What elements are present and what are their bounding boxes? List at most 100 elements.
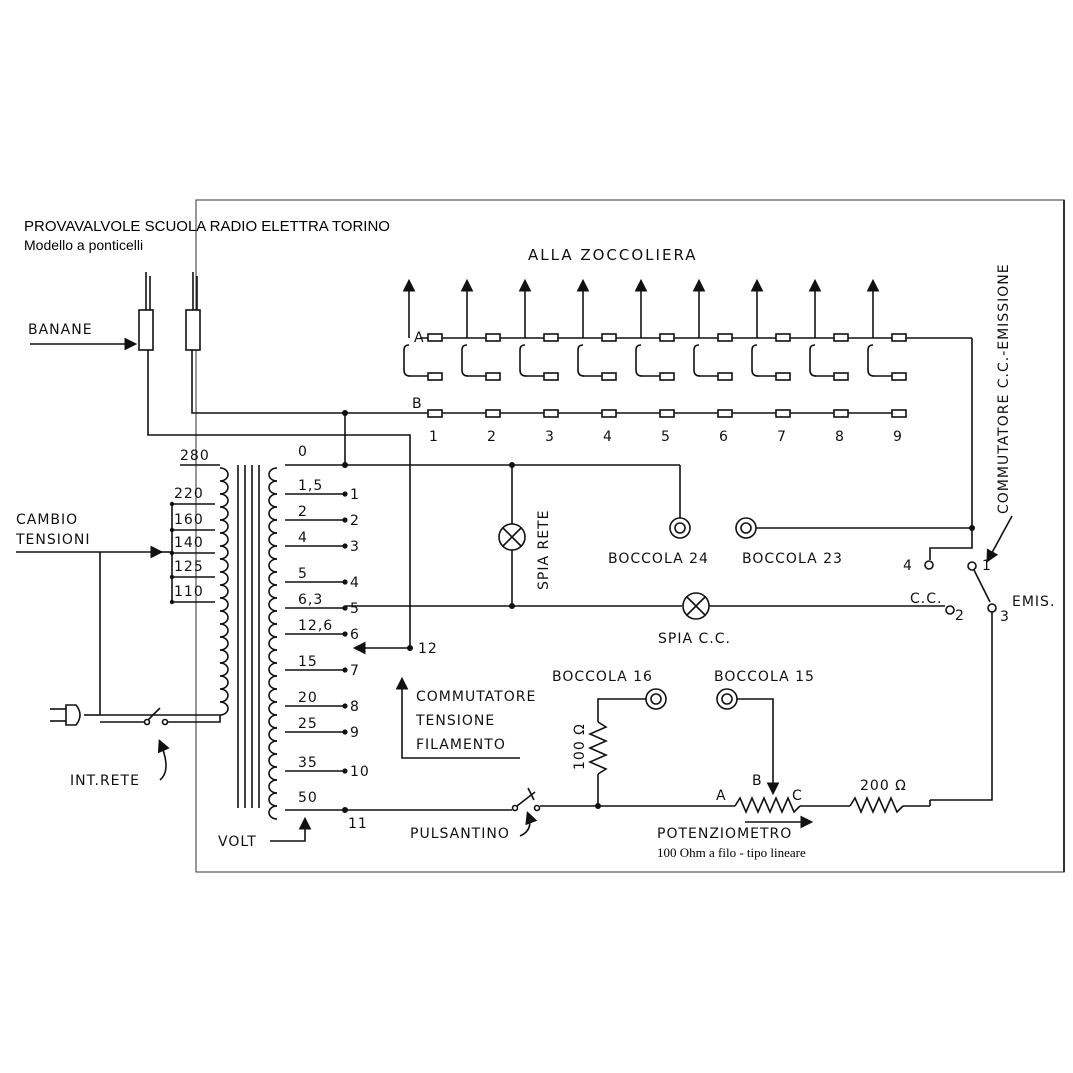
svg-text:2: 2 xyxy=(298,504,308,520)
svg-text:2: 2 xyxy=(350,513,360,529)
svg-text:10: 10 xyxy=(350,764,370,780)
pulsantino-label: PULSANTINO xyxy=(410,826,510,842)
commutatore-tensione-label-2: TENSIONE xyxy=(415,713,495,729)
pot-a-label: A xyxy=(716,788,727,804)
volt-label: VOLT xyxy=(218,834,257,850)
socket-pin-4: 4 xyxy=(576,278,617,445)
primary-turn xyxy=(219,623,229,638)
primary-turn xyxy=(219,610,229,625)
primary-turn xyxy=(219,558,229,573)
secondary-turn xyxy=(268,714,278,729)
svg-text:12,6: 12,6 xyxy=(298,618,333,634)
secondary-turn xyxy=(268,519,278,534)
potenziometro-note: 100 Ohm a filo - tipo lineare xyxy=(657,845,806,860)
secondary-turn xyxy=(268,753,278,768)
socket-pin-label: 5 xyxy=(661,429,671,445)
mains-plug-icon xyxy=(50,704,100,726)
secondary-tap: 43 xyxy=(285,530,360,555)
secondary-tap: 1,51 xyxy=(285,478,359,503)
sw-pos-1-label: 1 xyxy=(982,558,992,574)
socket-pin-9: 9 xyxy=(866,278,907,445)
socket-pin-6: 6 xyxy=(692,278,733,445)
boccola-23-label: BOCCOLA 23 xyxy=(742,551,843,567)
primary-turn xyxy=(219,662,229,677)
svg-text:35: 35 xyxy=(298,755,318,771)
secondary-tap: 0 xyxy=(298,444,307,460)
spia-rete-lamp-icon xyxy=(498,523,526,551)
primary-tap-220: 220 xyxy=(169,486,215,507)
boccola-24-jack[interactable] xyxy=(669,517,691,539)
svg-text:4: 4 xyxy=(298,530,308,546)
pulsantino-button[interactable] xyxy=(511,787,541,812)
spia-rete-label: SPIA RETE xyxy=(536,510,552,590)
boccola-16-jack[interactable] xyxy=(645,688,667,710)
svg-text:20: 20 xyxy=(298,690,318,706)
primary-turn xyxy=(219,584,229,599)
primary-turn xyxy=(219,701,229,716)
socket-pin-8: 8 xyxy=(808,278,849,445)
svg-text:5: 5 xyxy=(298,566,308,582)
sw-pos-4-label: 4 xyxy=(903,558,913,574)
primary-tap-125: 125 xyxy=(169,559,215,580)
potenziometro-icon[interactable] xyxy=(734,795,814,829)
primary-turn xyxy=(219,532,229,547)
secondary-turn xyxy=(268,571,278,586)
cambio-label-1: CAMBIO xyxy=(16,512,78,528)
secondary-turn xyxy=(268,662,278,677)
socket-pin-label: 4 xyxy=(603,429,613,445)
socket-pin-label: 2 xyxy=(487,429,497,445)
pot-b-label: B xyxy=(752,773,763,789)
secondary-tap: 259 xyxy=(285,716,359,741)
socket-pin-label: 6 xyxy=(719,429,729,445)
primary-turn xyxy=(219,688,229,703)
svg-text:3: 3 xyxy=(350,539,360,555)
transformer-core xyxy=(237,465,260,808)
boccola-23-jack[interactable] xyxy=(735,517,757,539)
socket-pin-1: 1 xyxy=(402,278,443,445)
svg-text:50: 50 xyxy=(298,790,318,806)
secondary-turn xyxy=(268,727,278,742)
primary-turn xyxy=(219,519,229,534)
diagram-title: PROVAVALVOLE SCUOLA RADIO ELETTRA TORINO xyxy=(24,218,390,235)
secondary-turn xyxy=(268,610,278,625)
banana-plug-2 xyxy=(185,272,201,351)
r100-label: 100 Ω xyxy=(572,723,588,770)
spia-cc-label: SPIA C.C. xyxy=(658,631,731,647)
socket-pin-label: 8 xyxy=(835,429,845,445)
boccola-15-jack[interactable] xyxy=(716,688,738,710)
svg-text:4: 4 xyxy=(350,575,360,591)
banana-plug-1 xyxy=(138,272,154,351)
secondary-turn xyxy=(268,467,278,482)
svg-text:6,3: 6,3 xyxy=(298,592,323,608)
secondary-turn xyxy=(268,649,278,664)
sel-11-label: 11 xyxy=(348,816,368,832)
primary-turn xyxy=(219,571,229,586)
socket-pin-2: 2 xyxy=(460,278,501,445)
zoccoliera-label: ALLA ZOCCOLIERA xyxy=(528,246,698,264)
secondary-tap: 12,66 xyxy=(285,618,359,643)
cambio-label-2: TENSIONI xyxy=(15,532,91,548)
svg-text:220: 220 xyxy=(174,486,204,502)
svg-text:25: 25 xyxy=(298,716,318,732)
boccola-16-label: BOCCOLA 16 xyxy=(552,669,653,685)
socket-pin-label: 1 xyxy=(429,429,439,445)
primary-turn xyxy=(219,636,229,651)
secondary-tap: 6,35 xyxy=(285,592,359,617)
secondary-turn xyxy=(268,779,278,794)
primary-tap-110: 110 xyxy=(169,584,215,605)
commutatore-tensione-label-1: COMMUTATORE xyxy=(416,689,536,705)
primary-turn xyxy=(219,467,229,482)
primary-turn xyxy=(219,506,229,521)
secondary-turn xyxy=(268,740,278,755)
secondary-turn xyxy=(268,558,278,573)
socket-pin-label: 9 xyxy=(893,429,903,445)
secondary-turn xyxy=(268,597,278,612)
spia-cc-lamp-icon xyxy=(682,592,710,620)
svg-text:140: 140 xyxy=(174,535,204,551)
secondary-tap: 50 xyxy=(298,790,318,806)
row-b-label: B xyxy=(412,396,423,412)
secondary-turn xyxy=(268,792,278,807)
svg-text:280: 280 xyxy=(180,448,210,464)
